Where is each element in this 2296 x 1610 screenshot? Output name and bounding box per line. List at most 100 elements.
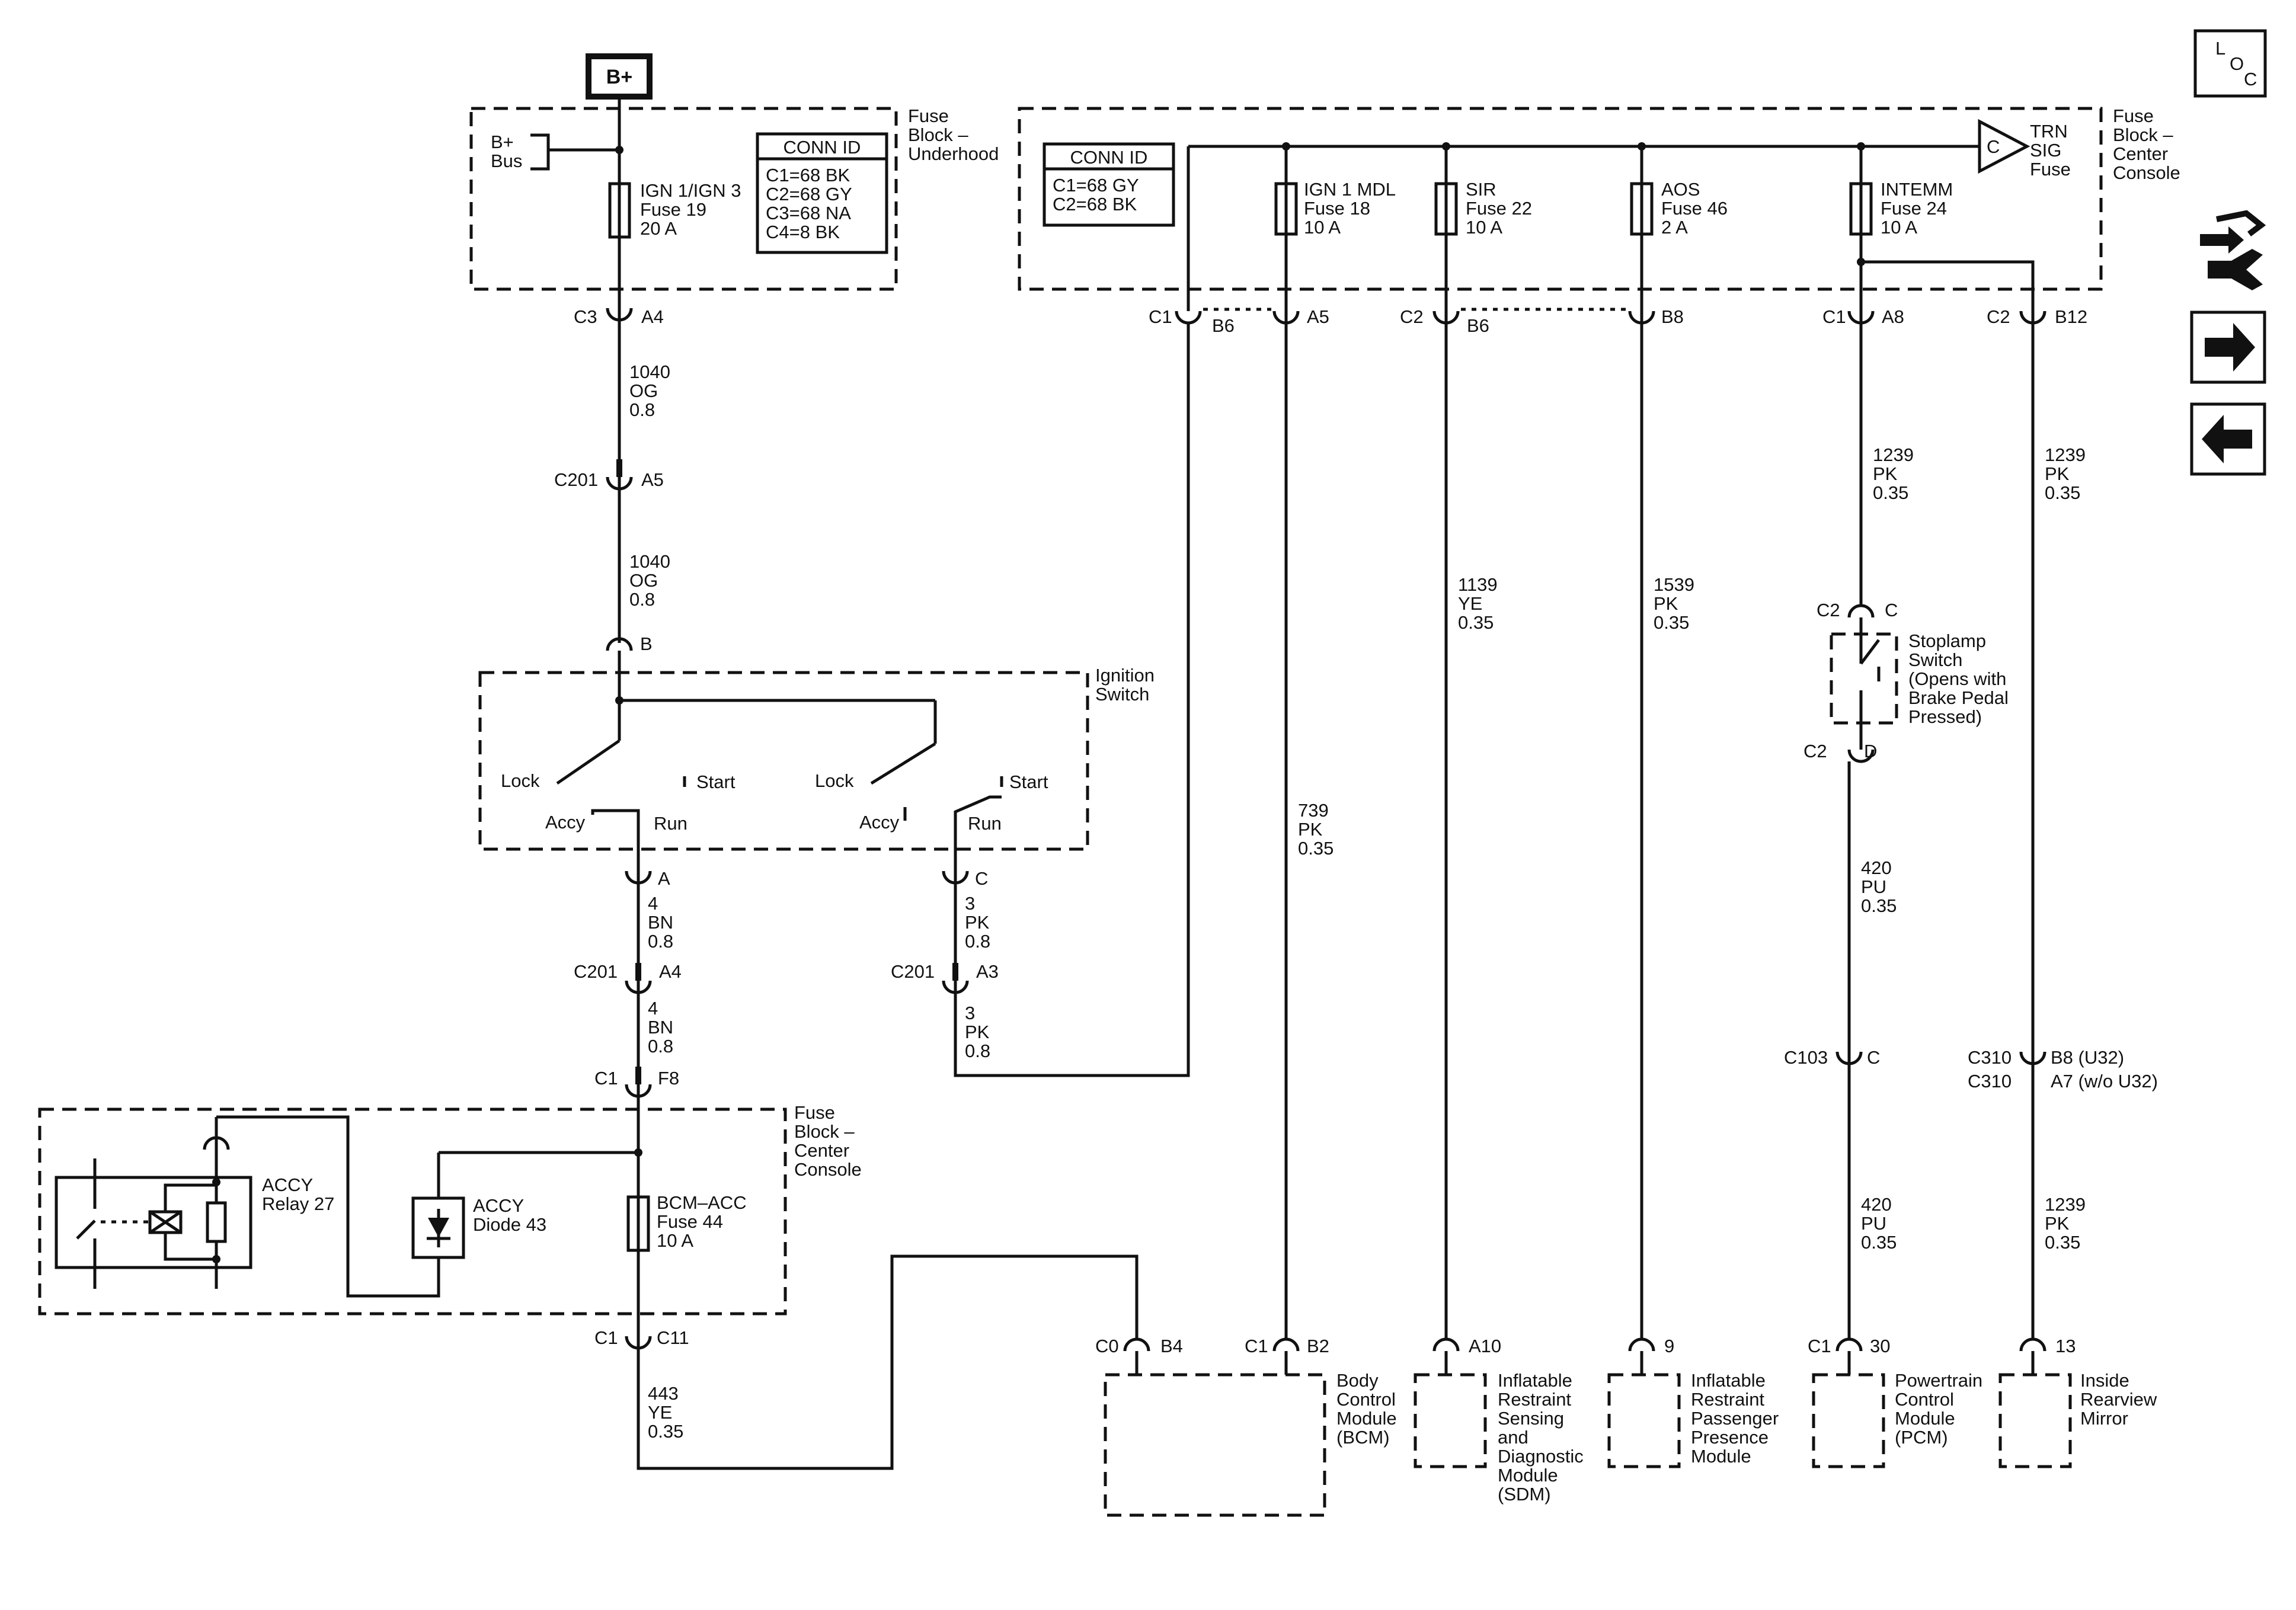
pin-label: A5 xyxy=(641,469,664,490)
pin-label: B8 (U32) xyxy=(2051,1047,2124,1068)
pin-label: C2 xyxy=(1803,741,1827,761)
next-arrow-icon[interactable] xyxy=(2190,311,2266,384)
wire-label: OG xyxy=(629,380,658,401)
ignition-accy-1: Accy xyxy=(545,812,586,833)
wire-label: 3 xyxy=(965,893,975,914)
fuse-18-number: Fuse 18 xyxy=(1304,198,1370,219)
pin-label: B6 xyxy=(1467,315,1489,336)
mirror-label: Rearview xyxy=(2080,1389,2157,1410)
pin-label: A3 xyxy=(976,961,999,982)
battery-label: B+ xyxy=(606,66,632,88)
pin-label: C103 xyxy=(1784,1047,1828,1068)
fuse-24: INTEMM Fuse 24 10 A xyxy=(1849,142,1953,311)
underhood-fuse-block xyxy=(469,107,898,291)
wire-label: YE xyxy=(648,1402,672,1423)
pin-label: 30 xyxy=(1870,1336,1890,1356)
pin-label: B12 xyxy=(2055,306,2087,327)
fuse-44-rating: 10 A xyxy=(657,1230,693,1251)
underhood-conn-row: C3=68 NA xyxy=(766,203,851,223)
mirror-label: Mirror xyxy=(2080,1408,2128,1429)
wire-label: 1239 xyxy=(2045,444,2086,465)
ppm-label: Restraint xyxy=(1691,1389,1764,1410)
fuse-18-name: IGN 1 MDL xyxy=(1304,179,1396,200)
previous-arrow-icon[interactable] xyxy=(2190,402,2266,476)
wire-label: 0.8 xyxy=(648,931,673,952)
underhood-title-1: Fuse xyxy=(908,105,949,126)
wire-label: 0.35 xyxy=(1298,838,1334,859)
pin-label: C201 xyxy=(554,469,598,490)
lower-block-title: Center xyxy=(794,1140,849,1161)
ignition-title: Ignition xyxy=(1095,665,1155,686)
ignition-run-2: Run xyxy=(968,813,1002,834)
bcm-label: Body xyxy=(1336,1370,1379,1391)
ppm-label: Module xyxy=(1691,1446,1751,1467)
pin-label: C2 xyxy=(1400,306,1424,327)
wire-label: 3 xyxy=(965,1003,975,1023)
bcm-label: Module xyxy=(1336,1408,1397,1429)
fuse-46-name: AOS xyxy=(1661,179,1700,200)
fuse-19-number: Fuse 19 xyxy=(640,199,706,220)
center-conn-title: CONN ID xyxy=(1070,147,1148,168)
wrench-arrows-icon[interactable] xyxy=(2200,210,2266,290)
stoplamp-switch xyxy=(1830,632,1898,725)
pin-label: C2 xyxy=(1817,600,1840,620)
center-conn-id-table xyxy=(1043,142,1175,227)
center-title: Fuse xyxy=(2113,105,2154,126)
wire-label: 0.8 xyxy=(629,589,655,610)
stoplamp-label: Pressed) xyxy=(1908,706,1982,727)
pin-label: A8 xyxy=(1882,306,1904,327)
underhood-conn-row: C4=8 BK xyxy=(766,222,840,242)
wire-label: PK xyxy=(2045,463,2070,484)
pin-label: C1 xyxy=(1808,1336,1831,1356)
pin-label: C3 xyxy=(574,306,597,327)
lower-block-title: Block – xyxy=(794,1121,855,1142)
sdm-label: Inflatable xyxy=(1498,1370,1572,1391)
underhood-conn-id-table xyxy=(756,132,888,254)
sdm-label: and xyxy=(1498,1427,1528,1448)
wire-label: 1139 xyxy=(1458,574,1498,595)
wire-label: BN xyxy=(648,912,673,933)
ignition-accy-2: Accy xyxy=(859,812,900,833)
pin-label: B8 xyxy=(1661,306,1684,327)
underhood-title-3: Underhood xyxy=(908,143,999,164)
trn-letter: C xyxy=(1987,136,2000,157)
sdm-label: Diagnostic xyxy=(1498,1446,1584,1467)
ignition-lock-1: Lock xyxy=(501,770,540,791)
underhood-conn-row: C2=68 GY xyxy=(766,184,852,204)
wire-label: 1539 xyxy=(1654,574,1694,595)
wire-label: 4 xyxy=(648,998,658,1019)
pin-label: A4 xyxy=(641,306,664,327)
ignition-run-1: Run xyxy=(654,813,687,834)
bus-label-2: Bus xyxy=(491,151,522,171)
fuse-18: IGN 1 MDL Fuse 18 10 A xyxy=(1274,142,1396,311)
pcm-label: Module xyxy=(1895,1408,1955,1429)
pin-label: B2 xyxy=(1307,1336,1329,1356)
wire-label: 1040 xyxy=(629,551,670,572)
loc-l: L xyxy=(2215,38,2225,59)
loc-button[interactable]: L O C xyxy=(2193,29,2267,98)
wire-label: 0.8 xyxy=(965,931,990,952)
trn-label: Fuse xyxy=(2030,159,2071,180)
wire-label: 0.8 xyxy=(648,1036,673,1057)
pin-label: C xyxy=(1867,1047,1880,1068)
wire-label: PU xyxy=(1861,876,1886,897)
wire-label: PK xyxy=(1298,819,1323,840)
wire-label: 0.35 xyxy=(1873,482,1908,503)
wire-label: BN xyxy=(648,1017,673,1038)
sdm-label: Sensing xyxy=(1498,1408,1564,1429)
fuse-19-name: IGN 1/IGN 3 xyxy=(640,180,741,201)
lower-block-title: Console xyxy=(794,1159,862,1180)
pin-label: D xyxy=(1864,741,1877,761)
sdm-label: Restraint xyxy=(1498,1389,1571,1410)
pin-label: B4 xyxy=(1160,1336,1183,1356)
pin-label: F8 xyxy=(658,1068,679,1089)
pin-label: A xyxy=(658,868,670,889)
underhood-title-2: Block – xyxy=(908,124,968,145)
pin-label: A4 xyxy=(659,961,682,982)
pin-label: C11 xyxy=(657,1327,689,1348)
diode-label: ACCY xyxy=(473,1195,524,1216)
center-title: Console xyxy=(2113,162,2180,183)
pin-label: A10 xyxy=(1469,1336,1501,1356)
pin-label: C310 xyxy=(1968,1071,2012,1092)
